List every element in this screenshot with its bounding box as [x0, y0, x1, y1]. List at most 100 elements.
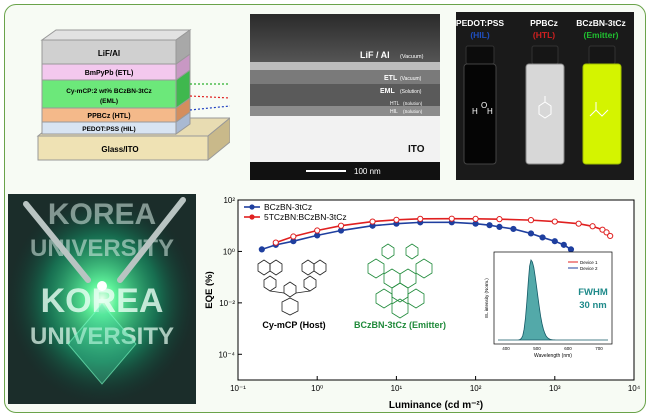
x-tick-label: 10² [470, 384, 482, 393]
scale-bar-label: 100 nm [354, 167, 381, 176]
emission-spot [97, 281, 107, 291]
sem-label-hil-sub: (Solution) [403, 109, 423, 114]
layer-ppbcz: PPBCz (HTL) [41, 97, 191, 123]
host-molecule [257, 259, 327, 316]
layer-label-pedot: PEDOT:PSS (HIL) [82, 126, 135, 133]
chem-h1: H [472, 107, 478, 116]
layer-label-etl: BmPyPb (ETL) [85, 70, 134, 77]
sem-label-etl-sub: (Vacuum) [400, 76, 422, 82]
sem-label-eml-sub: (Solution) [400, 89, 422, 95]
y-tick-label: 10² [223, 196, 235, 205]
x-tick-label: 10⁻¹ [230, 384, 246, 393]
series-2-point [575, 220, 582, 227]
sem-label-lifal: LiF / Al [360, 50, 390, 60]
layer-label-lif: LiF/Al [98, 49, 120, 58]
series-1-point [496, 223, 503, 230]
vial-ppbcz [525, 45, 565, 165]
inset-tick-x-3: 600 [564, 346, 572, 351]
legend-marker-2 [249, 214, 255, 220]
series-2-point [369, 218, 376, 225]
sem-label-ito: ITO [408, 144, 425, 155]
series-1-point [258, 246, 265, 253]
fwhm-label-1: FWHM [578, 287, 608, 298]
series-2-point [603, 229, 610, 236]
chem-h2: H [487, 107, 493, 116]
connector-htl [189, 95, 230, 99]
probe-right [117, 197, 186, 283]
series-1-point [560, 241, 567, 248]
inset-xlabel: Wavelength (nm) [534, 353, 572, 359]
series-2-point [607, 232, 614, 240]
series-1-point [486, 222, 493, 229]
vial-bczbn [582, 45, 622, 165]
layer-label-glass: Glass/ITO [101, 145, 138, 154]
x-axis-label: Luminance (cd m⁻²) [389, 400, 483, 411]
vial-name-bczbn: BCzBN-3tCz [576, 18, 626, 28]
emitter-molecule [367, 243, 433, 319]
series-layer [258, 215, 614, 253]
host-label: Cy-mCP (Host) [262, 320, 325, 330]
eqe-chart: 10⁻¹ 10⁰ 10¹ 10² 10³ 10⁴ 10⁻⁴ 10⁻² 10⁰ 10² EQE (%… [204, 196, 641, 411]
inset-legend-1: Device 1 [580, 260, 598, 265]
inset-ylabel: EL intensity (Norm.) [484, 278, 489, 318]
device-stack-diagram: Glass/ITO PEDOT:PSS (HIL) PPBCz (HTL) Cy… [36, 29, 230, 162]
emitter-label: BCzBN-3tCz (Emitter) [354, 320, 446, 330]
series-2-point [448, 215, 455, 222]
series-2-point [290, 233, 297, 240]
layer-label-eml-1: Cy-mCP:2 wt% BCzBN-3tCz [66, 88, 152, 95]
y-tick-label: 10⁻⁴ [218, 350, 235, 359]
series-2-point [417, 215, 424, 222]
series-2-point [527, 217, 535, 224]
layer-label-eml-2: (EML) [100, 98, 118, 105]
layer-lif-al: LiF/Al [40, 29, 192, 65]
series-1-point [539, 234, 546, 241]
y-axis-label: EQE (%) [204, 271, 215, 308]
sem-label-htl-sub: (Solution) [403, 101, 423, 106]
x-tick-label: 10¹ [391, 384, 403, 393]
vial-pedot: H O H [463, 45, 497, 165]
series-1-point [567, 246, 575, 253]
series-2-point [393, 216, 400, 223]
series-2-point [551, 218, 558, 225]
vials-photo: PEDOT:PSS PPBCz BCzBN-3tCz (HIL) (HTL) (… [456, 12, 634, 180]
inset-tick-x-2: 500 [533, 346, 541, 351]
series-2-point [314, 227, 321, 234]
vial-role-emitter: (Emitter) [584, 30, 619, 40]
axis-ticks: 10⁻¹ 10⁰ 10¹ 10² 10³ 10⁴ 10⁻⁴ 10⁻² 10⁰ 10² [218, 196, 640, 393]
y-tick-label: 10⁻² [219, 299, 235, 308]
x-tick-label: 10⁴ [628, 384, 641, 393]
fwhm-label-2: 30 nm [579, 300, 606, 311]
sem-label-eml: EML [380, 88, 396, 95]
series-2-point [337, 222, 345, 229]
y-tick-label: 10⁰ [223, 247, 235, 256]
series-1-point [551, 238, 558, 245]
legend-label-1: BCzBN-3tCz [264, 202, 312, 212]
sem-label-htl: HTL [390, 101, 400, 107]
series-2-point [472, 215, 479, 222]
series-2-point [589, 223, 596, 230]
series-2-point [496, 216, 503, 223]
legend-label-2: 5TCzBN:BCzBN-3tCz [264, 212, 347, 222]
probe-left [23, 201, 91, 283]
vial-name-pedot: PEDOT:PSS [456, 18, 504, 28]
sem-label-etl: ETL [384, 75, 398, 82]
x-tick-label: 10⁰ [311, 384, 323, 393]
layer-label-ppbcz: PPBCz (HTL) [87, 113, 130, 120]
chem-o: O [481, 101, 487, 110]
vial-role-hil: (HIL) [470, 30, 490, 40]
x-tick-label: 10³ [549, 384, 561, 393]
inset-tick-x-1: 400 [502, 346, 510, 351]
legend: BCzBN-3tCz 5TCzBN:BCzBN-3tCz [244, 202, 347, 222]
connector-hil [189, 105, 230, 111]
series-2-point [272, 239, 279, 246]
photo-text-1: KOREA [48, 198, 156, 231]
vial-role-htl: (HTL) [533, 30, 555, 40]
device-photo: KOREA UNIVERSITY KOREA UNIVERSITY [8, 194, 196, 404]
series-1-point [527, 230, 535, 237]
layer-etl: BmPyPb (ETL) [41, 53, 191, 81]
legend-marker-1 [249, 204, 255, 210]
photo-text-4: UNIVERSITY [30, 323, 174, 350]
series-1-point [510, 225, 517, 233]
vial-name-ppbcz: PPBCz [530, 18, 558, 28]
layer-eml: Cy-mCP:2 wt% BCzBN-3tCz (EML) [41, 69, 191, 109]
